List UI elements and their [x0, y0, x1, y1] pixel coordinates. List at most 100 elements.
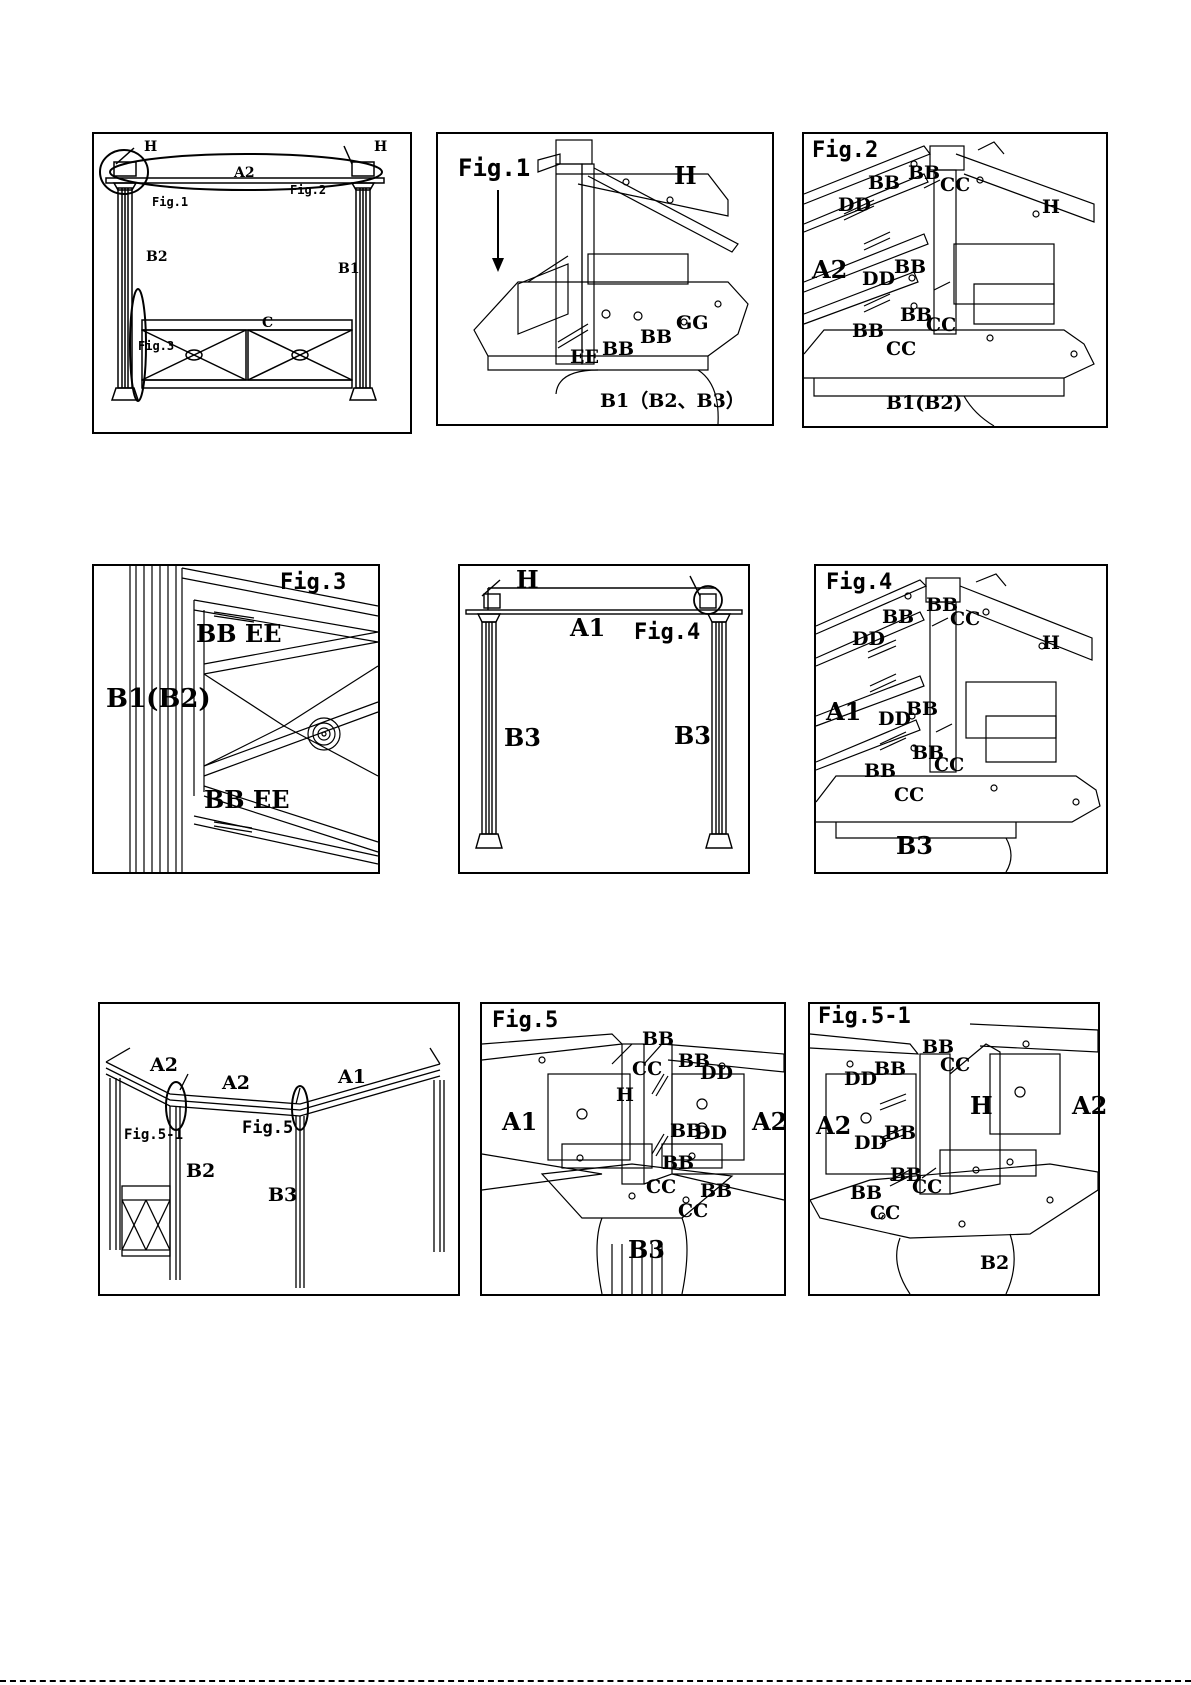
fig2-label-dd1: DD — [838, 194, 871, 216]
fig5-label-dd2: DD — [694, 1122, 727, 1144]
persp-label-fig51: Fig.5-1 — [124, 1127, 184, 1143]
fig5-label-dd1: DD — [700, 1062, 733, 1084]
fig5-1-label-cc3: CC — [870, 1202, 901, 1224]
fig5-label-cc1: CC — [632, 1058, 663, 1080]
label-fig1: Fig.1 — [152, 195, 189, 209]
fig5-1-label-bb1: BB — [922, 1036, 955, 1058]
perspective-overview-panel: A2 A2 A1 Fig.5-1 Fig.5 B2 B3 — [98, 1002, 460, 1296]
fig4-label-bb3: BB — [906, 698, 939, 720]
fig4-label-bb5: BB — [864, 760, 897, 782]
fig1-caption: B1（B2、B3） — [600, 390, 745, 412]
fig5-label-bb4: BB — [662, 1152, 695, 1174]
arbor-overview-drawing — [99, 145, 385, 402]
fig5-title: Fig.5 — [492, 1008, 559, 1033]
fig5-1-label-bb3: BB — [884, 1122, 917, 1144]
fig2-label-bb4: BB — [900, 304, 933, 326]
fig3-detail-panel: Fig.3 BB EE B1(B2) BB EE — [92, 564, 380, 874]
fig4-label-a1: A1 — [826, 697, 862, 726]
fig5-label-bb3: BB — [670, 1120, 703, 1142]
fig1-label-h: H — [674, 161, 697, 190]
persp-label-a1: A1 — [338, 1066, 366, 1088]
fig5-label-bb2: BB — [678, 1050, 711, 1072]
fig2-label-bb5: BB — [852, 320, 885, 342]
fig2-title: Fig.2 — [812, 138, 879, 163]
label-b2: B2 — [146, 249, 168, 265]
fig5-label-cc3: CC — [678, 1200, 709, 1222]
perspective-arbor-drawing — [105, 1047, 445, 1288]
fig2-label-cc1: CC — [940, 174, 971, 196]
persp-label-b2: B2 — [186, 1160, 216, 1182]
front-label-b3-left: B3 — [504, 723, 541, 752]
fig5-1-label-bb2: BB — [874, 1058, 907, 1080]
fig4-caption: B3 — [896, 831, 933, 860]
fig3-panel-drawing — [129, 566, 379, 872]
front-label-b3-right: B3 — [674, 721, 711, 750]
fig1-label-gg: GG — [676, 312, 709, 334]
fig2-caption: B1(B2) — [886, 392, 963, 414]
label-b1: B1 — [338, 261, 360, 277]
fig5-1-label-dd1: DD — [844, 1068, 877, 1090]
fig1-label-bb1: BB — [602, 338, 635, 360]
fig2-bracket-drawing — [803, 141, 1095, 427]
fig1-detail-panel: Fig.1 H EE BB BB GG B1（B2、B3） — [436, 132, 774, 426]
front-a1-panel: H A1 Fig.4 B3 B3 — [458, 564, 750, 874]
fig2-label-cc3: CC — [886, 338, 917, 360]
front-label-fig4: Fig.4 — [634, 620, 701, 645]
fig5-caption: B3 — [628, 1235, 665, 1264]
fig5-label-a2: A2 — [752, 1107, 788, 1136]
label-fig2: Fig.2 — [290, 183, 327, 197]
fig5-1-label-cc1: CC — [940, 1054, 971, 1076]
overview-diagram-panel: H H A2 Fig.1 Fig.2 B2 B1 C Fig.3 — [92, 132, 412, 434]
fig5-1-label-a2-right: A2 — [1072, 1091, 1108, 1120]
fig4-label-h: H — [1042, 632, 1060, 654]
fig2-label-bb3: BB — [894, 256, 927, 278]
fig5-1-title: Fig.5-1 — [818, 1004, 911, 1029]
fig5-bracket-drawing — [481, 1033, 785, 1295]
fig5-1-label-h: H — [970, 1091, 993, 1120]
fig5-1-detail-panel: Fig.5-1 BB DD BB CC H A2 A2 DD BB BB CC … — [808, 1002, 1107, 1296]
fig4-bracket-drawing — [815, 573, 1101, 873]
persp-label-fig5: Fig.5 — [242, 1118, 294, 1138]
fig4-title: Fig.4 — [826, 570, 893, 595]
label-h-left: H — [144, 139, 158, 155]
fig5-1-label-dd2: DD — [854, 1132, 887, 1154]
fig4-label-bb2: BB — [926, 594, 959, 616]
fig2-label-bb1: BB — [868, 172, 901, 194]
fig3-label-bbee-bottom: BB EE — [204, 785, 290, 814]
fig4-label-cc1: CC — [950, 608, 981, 630]
label-h-right: H — [374, 139, 388, 155]
fig5-1-label-a2-left: A2 — [816, 1111, 852, 1140]
fig3-title: Fig.3 — [280, 570, 347, 595]
persp-label-b3: B3 — [268, 1184, 298, 1206]
fig5-1-bracket-drawing — [809, 1023, 1099, 1295]
fig4-label-dd2: DD — [878, 708, 911, 730]
fig4-label-dd1: DD — [852, 628, 885, 650]
front-a1-drawing — [465, 575, 743, 849]
fig2-label-bb2: BB — [908, 162, 941, 184]
fig5-label-a1: A1 — [502, 1107, 538, 1136]
fig4-label-cc3: CC — [894, 784, 925, 806]
persp-label-a2-left: A2 — [150, 1054, 178, 1076]
fig1-label-bb2: BB — [640, 326, 673, 348]
fig5-label-h: H — [616, 1084, 634, 1106]
fig3-label-bbee-top: BB EE — [196, 619, 282, 648]
fig5-label-bb1: BB — [642, 1028, 675, 1050]
fig1-title: Fig.1 — [458, 154, 531, 182]
page-bottom-dashed-rule — [0, 1680, 1191, 1682]
fig5-label-bb5: BB — [700, 1180, 733, 1202]
fig4-label-bb1: BB — [882, 606, 915, 628]
fig5-1-label-cc2: CC — [912, 1176, 943, 1198]
fig2-detail-panel: Fig.2 BB BB CC DD H A2 BB DD BB CC BB CC… — [802, 132, 1108, 428]
fig5-label-cc2: CC — [646, 1176, 677, 1198]
fig2-label-a2: A2 — [812, 255, 848, 284]
label-fig3: Fig.3 — [138, 339, 175, 353]
label-a2: A2 — [234, 165, 255, 181]
fig1-bracket-drawing — [473, 139, 749, 425]
fig4-label-cc2: CC — [934, 754, 965, 776]
fig4-detail-panel: Fig.4 BB BB CC DD H A1 DD BB BB CC BB CC… — [814, 564, 1108, 874]
fig5-1-caption: B2 — [980, 1252, 1010, 1274]
fig2-label-h: H — [1042, 196, 1060, 218]
front-label-h: H — [516, 565, 539, 594]
fig3-label-side: B1(B2) — [106, 684, 211, 714]
persp-label-a2-mid: A2 — [222, 1072, 250, 1094]
